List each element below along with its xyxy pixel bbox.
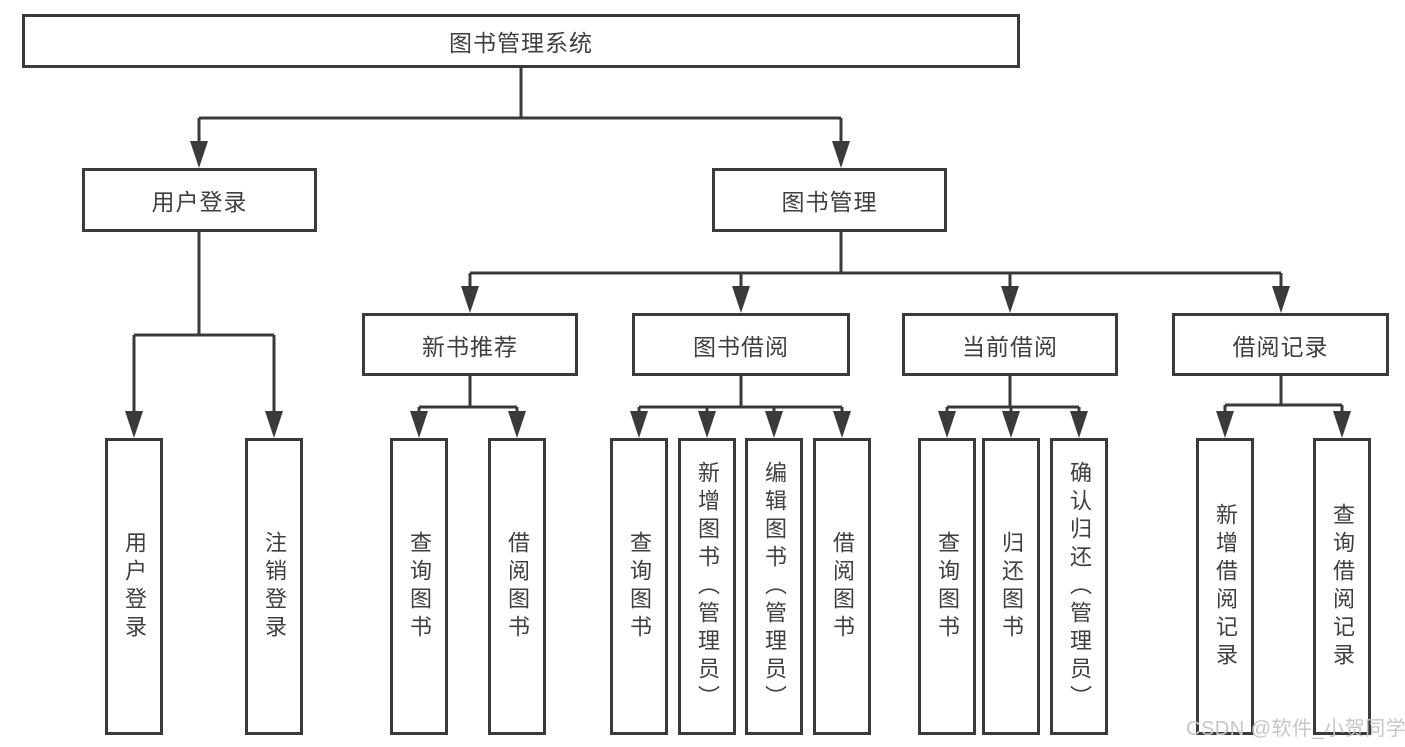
connector-curborrow-to-leaves	[945, 376, 1081, 416]
connector-borrowrec-to-leaves	[1223, 376, 1344, 416]
node-label: 查询图书	[407, 530, 432, 643]
connector-root-to-level2	[197, 68, 843, 146]
connector-userlogin-to-leaves	[132, 232, 276, 416]
leaf-borrow-books-newrec: 借阅图书	[488, 438, 546, 735]
csdn-watermark: CSDN @软件_小贺同学	[1186, 718, 1405, 740]
node-label: 当前借阅	[962, 333, 1058, 360]
node-root-library-system: 图书管理系统	[22, 14, 1020, 68]
node-book-management: 图书管理	[712, 168, 947, 232]
node-label: 借阅记录	[1232, 333, 1329, 360]
node-label: 注销登录	[262, 530, 287, 643]
node-label: 图书管理	[781, 189, 878, 215]
leaf-add-books-admin: 新增图书（管理员）	[678, 438, 736, 735]
leaf-query-borrow-record: 查询借阅记录	[1313, 438, 1371, 735]
node-borrowing-records: 借阅记录	[1172, 313, 1389, 376]
leaf-user-login: 用户登录	[105, 438, 163, 735]
node-label: 查询图书	[627, 530, 652, 643]
leaf-query-books-current: 查询图书	[918, 438, 976, 735]
node-label: 新书推荐	[422, 333, 518, 360]
node-label: 归还图书	[999, 530, 1024, 643]
leaf-query-books-newrec: 查询图书	[390, 438, 448, 735]
node-label: 新增借阅记录	[1213, 502, 1238, 671]
leaf-return-books: 归还图书	[982, 438, 1040, 735]
node-label: 图书借阅	[693, 333, 789, 360]
node-label: 确认归还（管理员）	[1067, 460, 1092, 713]
node-label: 查询借阅记录	[1330, 502, 1355, 671]
leaf-add-borrow-record: 新增借阅记录	[1196, 438, 1254, 735]
node-current-borrowing: 当前借阅	[902, 313, 1118, 376]
leaf-edit-books-admin: 编辑图书（管理员）	[745, 438, 803, 735]
leaf-confirm-return-admin: 确认归还（管理员）	[1050, 438, 1108, 735]
leaf-borrow-books-borrowing: 借阅图书	[813, 438, 871, 735]
connector-bookmgmt-to-level3	[468, 231, 1283, 291]
node-label: 编辑图书（管理员）	[762, 460, 787, 713]
leaf-logout: 注销登录	[245, 438, 303, 735]
node-label: 用户登录	[122, 530, 147, 643]
node-label: 图书管理系统	[449, 30, 593, 56]
node-label: 借阅图书	[830, 530, 855, 643]
node-user-login: 用户登录	[82, 168, 317, 232]
connector-newbook-to-leaves	[417, 376, 519, 416]
node-book-borrowing: 图书借阅	[632, 313, 850, 376]
node-label: 用户登录	[151, 189, 248, 215]
node-label: 借阅图书	[505, 530, 530, 643]
connector-bookborrow-to-leaves	[637, 375, 844, 416]
node-new-book-recommendation: 新书推荐	[362, 313, 578, 376]
leaf-query-books-borrowing: 查询图书	[610, 438, 668, 735]
node-label: 新增图书（管理员）	[695, 460, 720, 713]
node-label: 查询图书	[935, 530, 960, 643]
